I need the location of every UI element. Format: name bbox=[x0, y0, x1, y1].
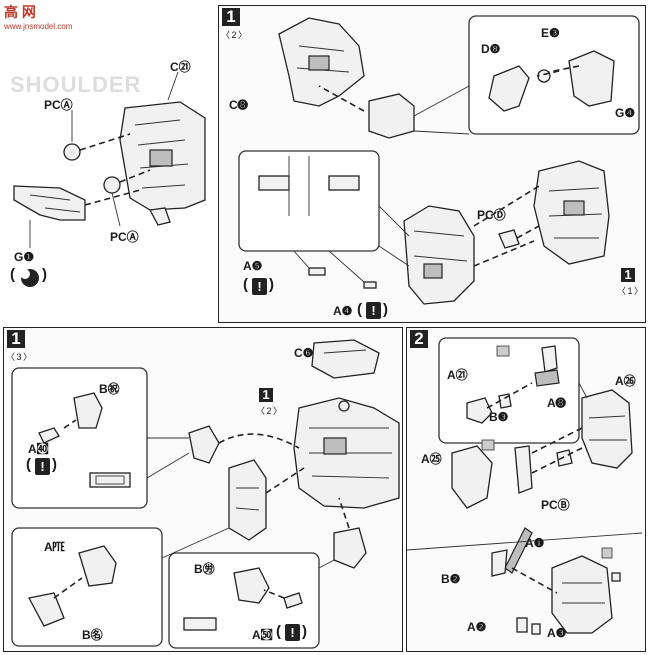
ref-step-sub: 〈 1 〉 bbox=[617, 286, 643, 296]
label-a32: A㉑ bbox=[447, 368, 468, 382]
label-b27: B㊗ bbox=[99, 382, 120, 396]
label-a5: A❺ bbox=[243, 259, 263, 273]
ref-step-sub: 〈 2 〉 bbox=[256, 406, 282, 416]
label-a16: A➑ bbox=[547, 396, 566, 410]
label-b28: B㊘ bbox=[194, 562, 215, 576]
paren-a47: ( bbox=[26, 456, 31, 473]
warning-icon: ! bbox=[366, 302, 381, 319]
ref-step-number: 1 bbox=[259, 388, 273, 402]
label-b3: B❸ bbox=[489, 410, 509, 424]
label-d8: D❽ bbox=[481, 42, 501, 56]
label-b2: B❷ bbox=[441, 572, 461, 586]
top-left-section: SHOULDER C㉑ PCⒶ PCⒶ G❶ ( ) bbox=[0, 30, 215, 320]
step-number: 1 bbox=[222, 8, 240, 26]
step-sub: 〈 2 〉 bbox=[221, 30, 247, 40]
ref-step-number: 1 bbox=[621, 268, 635, 282]
label-c6: C❻ bbox=[294, 346, 314, 360]
step2-diagram bbox=[407, 337, 643, 635]
paren-g1-close: ) bbox=[42, 266, 47, 283]
step-sub: 〈 3 〉 bbox=[6, 352, 32, 362]
label-g1: G❶ bbox=[14, 250, 35, 264]
paren-a48-close: ) bbox=[302, 623, 307, 640]
label-a36: A㉕ bbox=[421, 452, 442, 466]
background-heading: SHOULDER bbox=[10, 72, 142, 97]
step1-top-diagram bbox=[238, 15, 640, 305]
label-a31: A㉐ bbox=[44, 540, 65, 554]
step2-panel: 2 A㉑ B❸ A➑ A㉖ A㉕ PCⒷ A❶ B❷ A❷ bbox=[406, 327, 646, 652]
label-a48: A㉌ bbox=[252, 628, 273, 642]
paren-a47-close: ) bbox=[52, 456, 57, 473]
top-left-diagram bbox=[13, 71, 206, 248]
step1-bottom-diagram bbox=[11, 339, 400, 649]
label-c18: C➑ bbox=[229, 98, 248, 112]
label-a4: A❹ bbox=[333, 304, 353, 318]
step1-top-panel: 1 〈 2 〉 bbox=[218, 5, 646, 323]
warning-icon: ! bbox=[285, 624, 300, 641]
label-pc-d: PCⒹ bbox=[477, 208, 506, 222]
step-number: 1 bbox=[7, 330, 25, 348]
label-a1: A❶ bbox=[525, 536, 545, 550]
step-number: 2 bbox=[410, 330, 428, 348]
paren-a48: ( bbox=[276, 623, 281, 640]
label-a47: A㉋ bbox=[28, 442, 49, 456]
label-pc-a-2: PCⒶ bbox=[110, 230, 139, 244]
label-b24: B㊔ bbox=[82, 628, 103, 642]
site-logo: 高 网 bbox=[4, 4, 36, 20]
paren-a4: ( bbox=[357, 301, 362, 318]
paren-a5: ( bbox=[243, 276, 248, 293]
label-pc-a-1: PCⒶ bbox=[44, 98, 73, 112]
label-pc-b: PCⒷ bbox=[541, 498, 570, 512]
label-g4: G❹ bbox=[615, 106, 636, 120]
label-a3: A❸ bbox=[547, 626, 567, 640]
paren-a4-close: ) bbox=[383, 301, 388, 318]
site-url: www.jnsmodel.com bbox=[4, 22, 73, 31]
paren-g1: ( bbox=[10, 266, 15, 283]
warning-icon: ! bbox=[252, 278, 267, 295]
step1-bottom-panel: 1 〈 3 〉 bbox=[3, 327, 403, 652]
paren-a5-close: ) bbox=[269, 276, 274, 293]
label-a37: A㉖ bbox=[615, 374, 636, 388]
warning-icon: ! bbox=[35, 458, 50, 475]
label-a2: A❷ bbox=[467, 620, 487, 634]
label-e3: E❸ bbox=[541, 26, 560, 40]
label-c21: C㉑ bbox=[170, 60, 191, 74]
